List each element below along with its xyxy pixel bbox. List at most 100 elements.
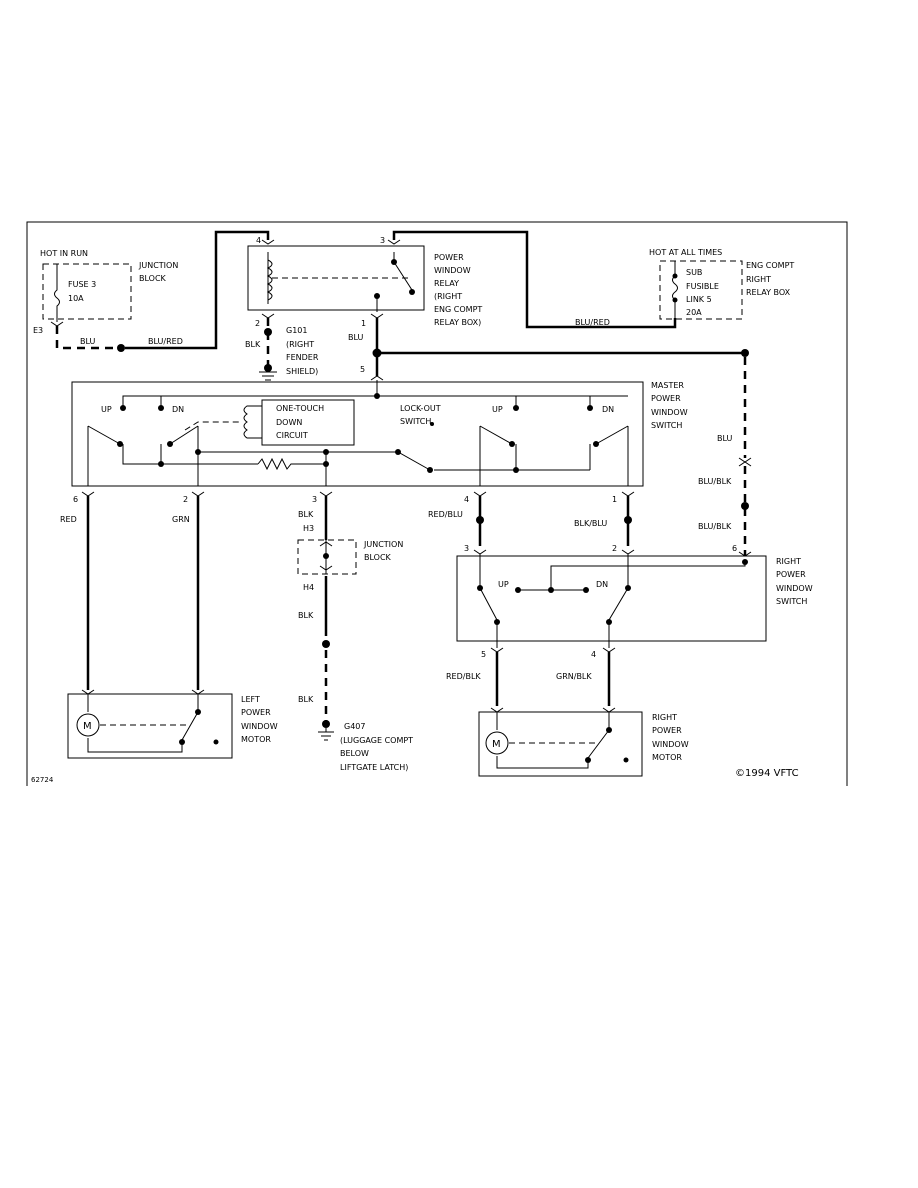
conn-h4-label: H4 bbox=[303, 583, 314, 592]
fusible-link-rating: 20A bbox=[686, 308, 702, 317]
fuse-3-label: FUSE 3 bbox=[68, 280, 96, 289]
wire-blu-blk-label-2: BLU/BLK bbox=[698, 522, 732, 531]
wire-blk-mid-label: BLK bbox=[298, 611, 314, 620]
fuse-3-icon bbox=[54, 264, 60, 322]
svg-text:(RIGHT: (RIGHT bbox=[434, 292, 462, 301]
svg-text:POWER: POWER bbox=[241, 708, 271, 717]
left-motor-box bbox=[67, 693, 233, 759]
figure-id: 62724 bbox=[31, 776, 54, 784]
svg-text:G407: G407 bbox=[344, 722, 365, 731]
right-motor-box bbox=[478, 711, 643, 777]
master-connector-2 bbox=[191, 491, 205, 497]
svg-text:LIFTGATE LATCH): LIFTGATE LATCH) bbox=[340, 763, 408, 772]
fuse-3-rating: 10A bbox=[68, 294, 84, 303]
relay-pin-1: 1 bbox=[361, 319, 366, 328]
lockout-label-1: LOCK-OUT bbox=[400, 404, 441, 413]
master-connector-3 bbox=[319, 491, 333, 497]
master-pin-1: 1 bbox=[612, 495, 617, 504]
one-touch-label-2: DOWN bbox=[276, 418, 302, 427]
wire-grn-blk-label: GRN/BLK bbox=[556, 672, 592, 681]
wire-blu-left bbox=[55, 326, 120, 350]
left-motor-connector-a bbox=[81, 689, 95, 695]
master-pin-6: 6 bbox=[73, 495, 78, 504]
wire-blk-blu-label: BLK/BLU bbox=[574, 519, 607, 528]
connector-e3-label: E3 bbox=[33, 326, 43, 335]
wire-red-blu-label: RED/BLU bbox=[428, 510, 463, 519]
right-switch-pin-2: 2 bbox=[612, 544, 617, 553]
svg-text:ENG COMPT: ENG COMPT bbox=[434, 305, 482, 314]
one-touch-label-3: CIRCUIT bbox=[276, 431, 308, 440]
connector-e3 bbox=[50, 321, 64, 327]
eng-compt-label-1: ENG COMPT bbox=[746, 261, 794, 270]
svg-text:BELOW: BELOW bbox=[340, 749, 369, 758]
master-dn-right: DN bbox=[602, 405, 614, 414]
master-up-right: UP bbox=[492, 405, 503, 414]
svg-text:WINDOW: WINDOW bbox=[652, 740, 689, 749]
right-motor-icon bbox=[485, 731, 509, 755]
relay-connector-2 bbox=[261, 313, 275, 319]
right-motor-internals bbox=[496, 712, 629, 769]
wire-blu-left-label: BLU bbox=[80, 337, 96, 346]
right-switch-internals bbox=[477, 554, 748, 648]
master-pin-5: 5 bbox=[360, 365, 365, 374]
wire-red-label: RED bbox=[60, 515, 77, 524]
diagram-frame bbox=[26, 221, 848, 786]
wire-blk-low-label: BLK bbox=[298, 695, 314, 704]
g101-label: G101 (RIGHT FENDER SHIELD) bbox=[286, 326, 319, 376]
svg-text:MOTOR: MOTOR bbox=[652, 753, 682, 762]
svg-text:RIGHT: RIGHT bbox=[652, 713, 677, 722]
svg-text:G101: G101 bbox=[286, 326, 307, 335]
master-pin-4: 4 bbox=[464, 495, 469, 504]
eng-compt-label-3: RELAY BOX bbox=[746, 288, 791, 297]
right-switch-connector-3 bbox=[473, 549, 487, 555]
wire-blu-relay-label: BLU bbox=[348, 333, 364, 342]
left-motor-symbol: M bbox=[83, 721, 92, 732]
relay-pin-3: 3 bbox=[380, 236, 385, 245]
wire-blu-red-right-label: BLU/RED bbox=[575, 318, 610, 327]
fusible-link-label-1: SUB bbox=[686, 268, 702, 277]
eng-compt-label-2: RIGHT bbox=[746, 275, 771, 284]
svg-text:MASTER: MASTER bbox=[651, 381, 684, 390]
master-connector-1 bbox=[621, 491, 635, 497]
one-touch-label-1: ONE-TOUCH bbox=[276, 404, 324, 413]
junction-block-top-label-2: BLOCK bbox=[139, 274, 167, 283]
left-motor-internals bbox=[87, 694, 219, 753]
svg-text:WINDOW: WINDOW bbox=[434, 266, 471, 275]
svg-text:MOTOR: MOTOR bbox=[241, 735, 271, 744]
relay-label: POWER WINDOW RELAY (RIGHT ENG COMPT RELA… bbox=[434, 253, 482, 327]
wire-blu-right-label: BLU bbox=[717, 434, 733, 443]
left-motor-icon bbox=[76, 713, 100, 737]
master-pin-3: 3 bbox=[312, 495, 317, 504]
svg-text:SHIELD): SHIELD) bbox=[286, 367, 318, 376]
right-switch-pin-4: 4 bbox=[591, 650, 596, 659]
master-up-left: UP bbox=[101, 405, 112, 414]
svg-text:(RIGHT: (RIGHT bbox=[286, 340, 314, 349]
copyright-label: ©1994 VFTC bbox=[735, 768, 799, 779]
hot-at-all-times-label: HOT AT ALL TIMES bbox=[649, 248, 722, 257]
master-switch-label: MASTER POWER WINDOW SWITCH bbox=[651, 381, 688, 430]
master-switch-box bbox=[71, 381, 644, 487]
right-motor-connector-b bbox=[602, 707, 616, 713]
svg-text:RELAY: RELAY bbox=[434, 279, 459, 288]
junction-block-mid-label-2: BLOCK bbox=[364, 553, 392, 562]
right-switch-dn: DN bbox=[596, 580, 608, 589]
junction-block-mid-label-1: JUNCTION bbox=[363, 540, 403, 549]
wire-red-blk-label: RED/BLK bbox=[446, 672, 481, 681]
svg-text:WINDOW: WINDOW bbox=[651, 408, 688, 417]
relay-connector-4 bbox=[261, 239, 275, 245]
right-switch-up: UP bbox=[498, 580, 509, 589]
wire-blu-red-left-label: BLU/RED bbox=[148, 337, 183, 346]
svg-text:POWER: POWER bbox=[651, 394, 681, 403]
relay-connector-3 bbox=[387, 239, 401, 245]
svg-text:POWER: POWER bbox=[434, 253, 464, 262]
fusible-link-label-3: LINK 5 bbox=[686, 295, 712, 304]
right-switch-box bbox=[456, 555, 767, 642]
master-connector-5 bbox=[370, 375, 384, 381]
master-connector-6 bbox=[81, 491, 95, 497]
fusible-link-icon bbox=[672, 261, 678, 318]
ground-g407-icon bbox=[318, 728, 334, 741]
svg-text:RIGHT: RIGHT bbox=[776, 557, 801, 566]
junction-block-top bbox=[42, 263, 132, 320]
right-switch-connector-2 bbox=[621, 549, 635, 555]
